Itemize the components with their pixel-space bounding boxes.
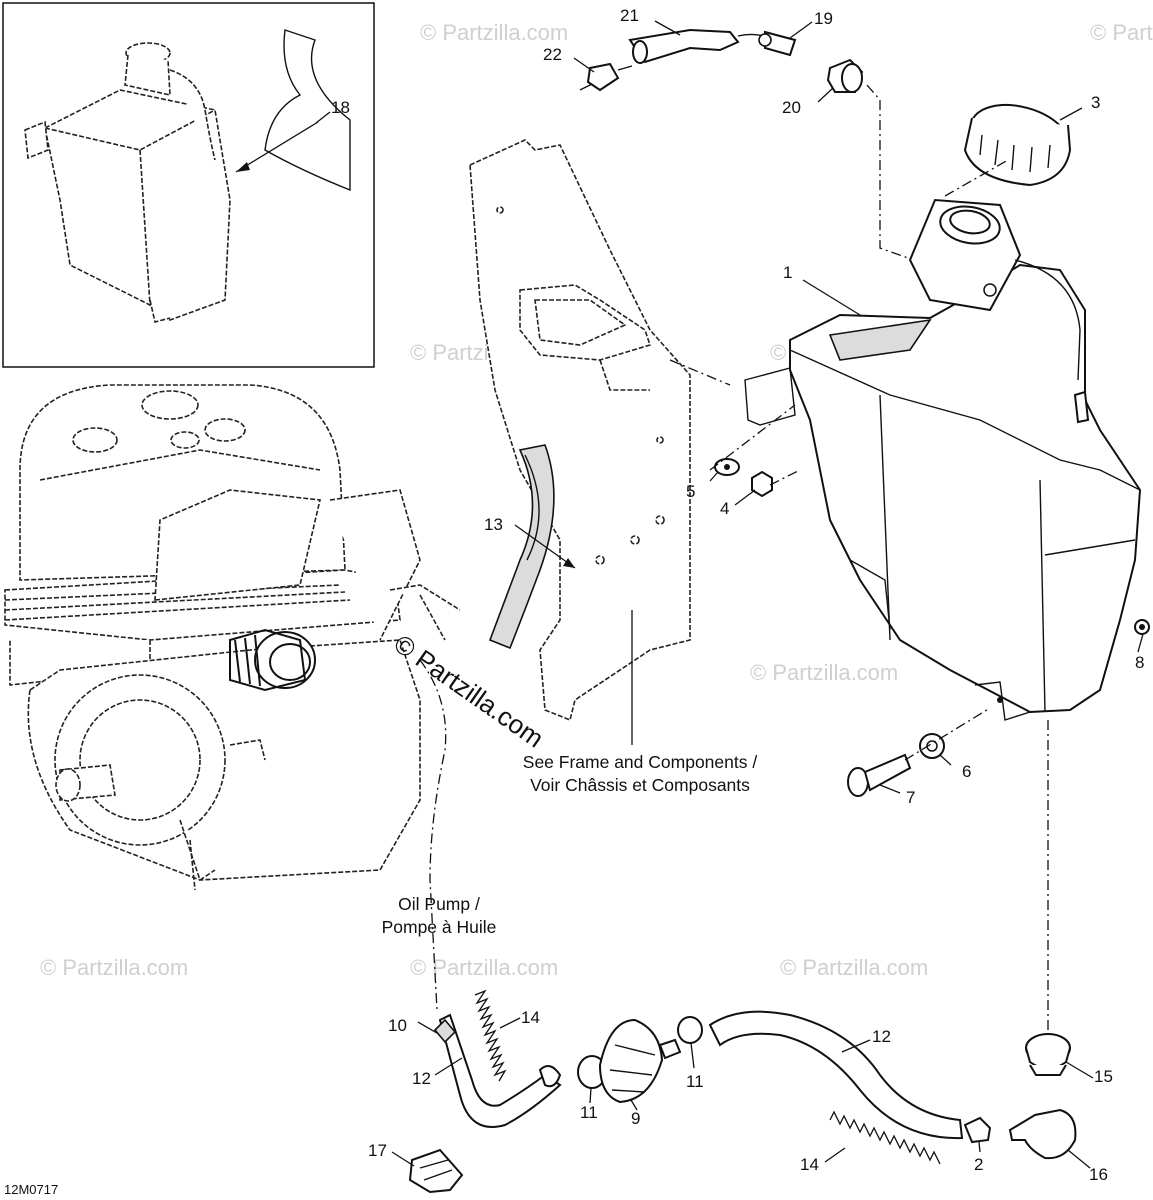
callout-14: 14 bbox=[800, 1155, 819, 1174]
watermark: © Partzilla.com bbox=[420, 20, 568, 45]
watermark: © Partzilla.com bbox=[750, 660, 898, 685]
callout-18: 18 bbox=[331, 98, 350, 117]
callout-12: 12 bbox=[412, 1069, 431, 1088]
callout-2: 2 bbox=[974, 1155, 983, 1174]
callout-11: 11 bbox=[580, 1103, 598, 1122]
callout-16: 16 bbox=[1089, 1165, 1108, 1184]
callout-11: 11 bbox=[686, 1072, 704, 1091]
callout-4: 4 bbox=[720, 499, 729, 518]
callout-19: 19 bbox=[814, 9, 833, 28]
oil-tank bbox=[744, 198, 1142, 721]
reference-notes: See Frame and Components / Voir Châssis … bbox=[382, 752, 758, 937]
callout-10: 10 bbox=[388, 1016, 407, 1035]
callout-9: 9 bbox=[631, 1109, 640, 1128]
engine-oil-inlet bbox=[229, 628, 316, 692]
callout-13: 13 bbox=[484, 515, 503, 534]
strap bbox=[488, 444, 555, 650]
assembly-centerlines bbox=[419, 84, 1049, 1030]
callout-6: 6 bbox=[962, 762, 971, 781]
callout-17: 17 bbox=[368, 1141, 387, 1160]
engine-outline bbox=[4, 384, 461, 891]
callout-22: 22 bbox=[543, 45, 562, 64]
oil-pump-note-line2: Pompe à Huile bbox=[382, 917, 497, 937]
diagram-code: 12M0717 bbox=[4, 1182, 58, 1197]
leader-lines bbox=[391, 20, 1144, 1169]
watermark: © Partzilla.com bbox=[40, 955, 188, 980]
callout-3: 3 bbox=[1091, 93, 1100, 112]
callout-8: 8 bbox=[1135, 653, 1144, 672]
callout-14: 14 bbox=[521, 1008, 540, 1027]
vent-line-parts bbox=[579, 28, 864, 93]
watermark: © Partzilla.com bbox=[410, 955, 558, 980]
callout-labels: 1 2 3 4 5 6 7 8 9 10 11 11 12 12 13 14 1… bbox=[331, 6, 1144, 1184]
callout-7: 7 bbox=[906, 788, 915, 807]
frame-panel bbox=[469, 139, 731, 722]
watermark: © Partzilla.com bbox=[780, 955, 928, 980]
frame-note-line1: See Frame and Components / bbox=[523, 752, 758, 772]
inset-view bbox=[2, 2, 375, 368]
oil-pump-note-line1: Oil Pump / bbox=[398, 894, 480, 914]
frame-note-line2: Voir Châssis et Composants bbox=[530, 775, 750, 795]
callout-5: 5 bbox=[686, 482, 695, 501]
callout-1: 1 bbox=[783, 263, 792, 282]
callout-12: 12 bbox=[872, 1027, 891, 1046]
callout-15: 15 bbox=[1094, 1067, 1113, 1086]
oil-line-assembly bbox=[408, 989, 1077, 1194]
callout-20: 20 bbox=[782, 98, 801, 117]
filler-cap bbox=[963, 104, 1072, 187]
callout-21: 21 bbox=[620, 6, 639, 25]
watermark: © Partzilla.com bbox=[1090, 20, 1153, 45]
